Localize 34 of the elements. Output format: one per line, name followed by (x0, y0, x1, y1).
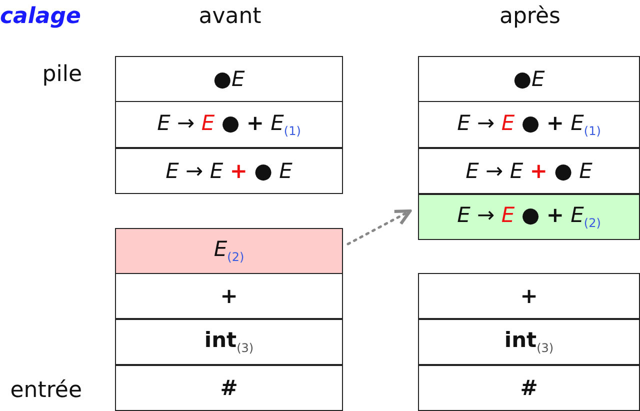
stack-cell (115, 148, 343, 194)
input-cell (418, 365, 640, 411)
input-cell (418, 319, 640, 365)
grammar-item: E → E ● + E$_{(2)}$ (457, 203, 601, 231)
grammar-item: ●E (213, 67, 245, 91)
input-cell (115, 273, 343, 319)
grammar-item: E → E + ● E (466, 159, 592, 183)
token-text: # (220, 376, 238, 400)
stack-cell (115, 228, 343, 274)
column-heading: avant (198, 4, 262, 29)
token-text: + (520, 284, 538, 308)
stack-cell (418, 101, 640, 148)
input-cell (115, 365, 343, 411)
row-label: pile (41, 62, 82, 87)
stack-cell (115, 101, 343, 148)
grammar-item: E$_{(2)}$ (214, 237, 244, 265)
token-text: int$_{(3)}$ (504, 328, 554, 356)
input-cell (115, 319, 343, 365)
stack-cell (418, 56, 640, 102)
grammar-item: ●E (513, 67, 545, 91)
input-cell (418, 273, 640, 319)
token-text: + (220, 284, 238, 308)
stack-cell (115, 56, 343, 102)
stack-cell (418, 148, 640, 194)
token-text: int$_{(3)}$ (204, 328, 254, 356)
column-heading: après (498, 4, 562, 29)
row-label: entrée (9, 378, 82, 403)
heading: calage (0, 4, 82, 29)
grammar-item: E → E + ● E (166, 159, 292, 183)
arrow (346, 209, 412, 246)
token-text: # (520, 376, 538, 400)
grammar-item: E → E ● + E$_{(1)}$ (457, 110, 601, 138)
stack-cell (418, 194, 640, 240)
grammar-item: E → E ● + E$_{(1)}$ (157, 110, 301, 138)
